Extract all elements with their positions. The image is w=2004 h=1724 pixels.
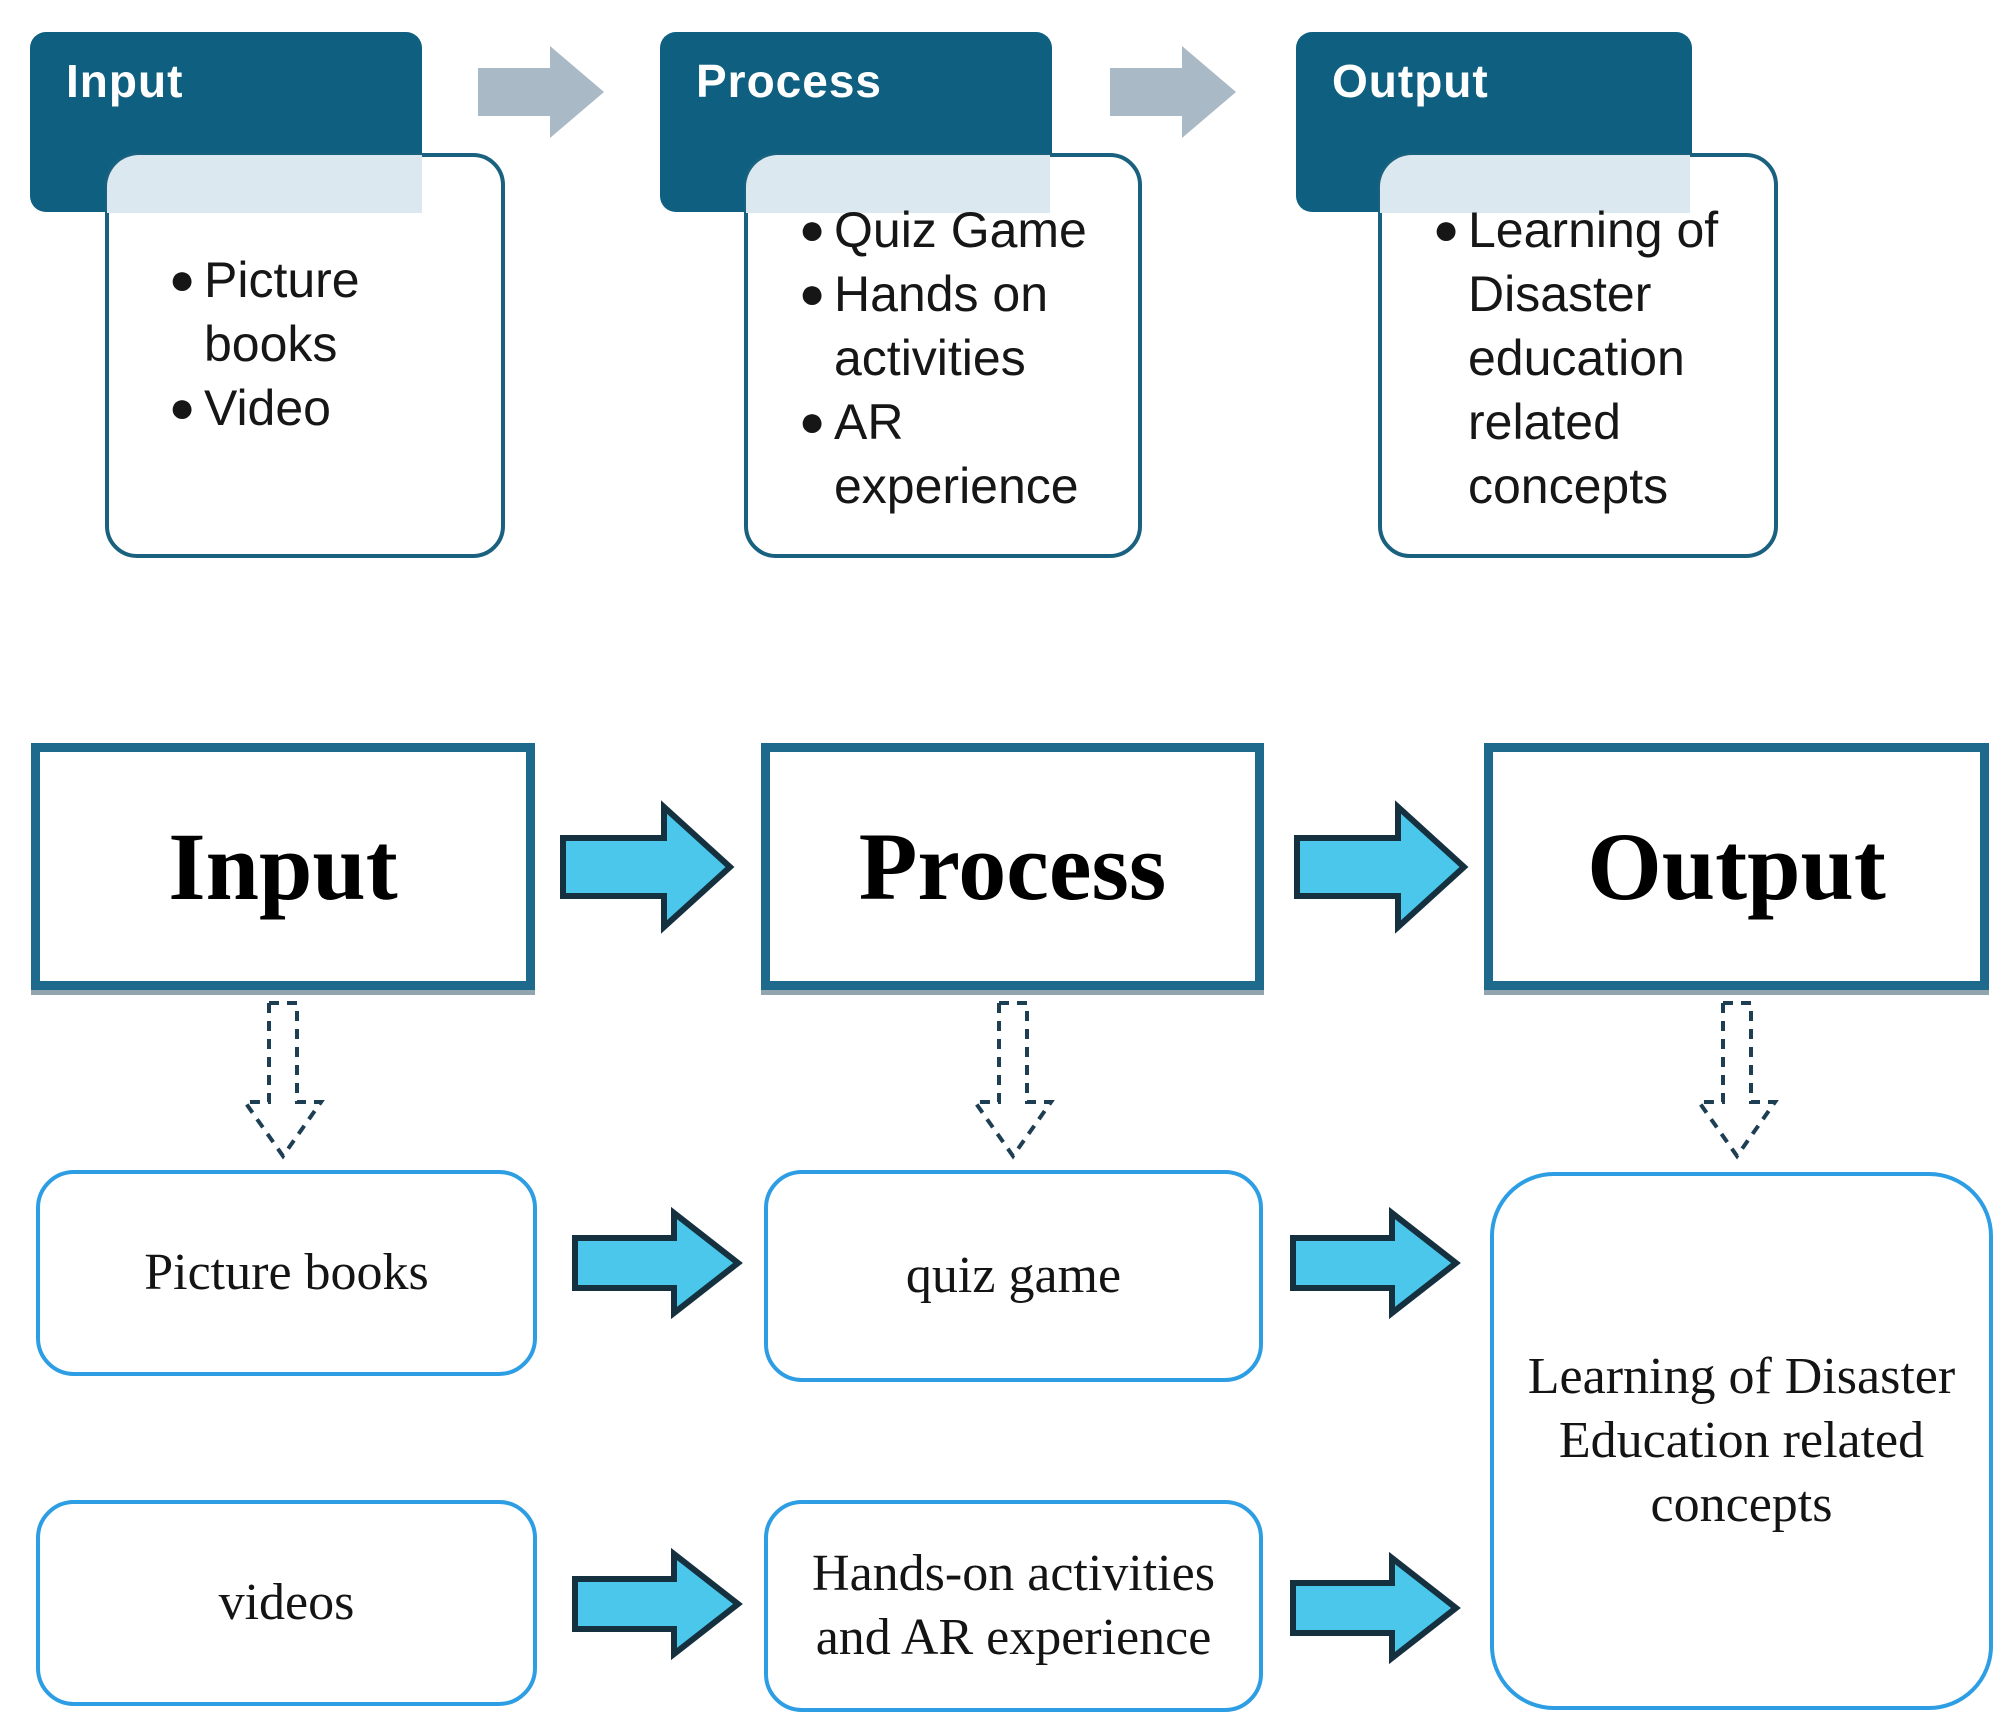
list-item: ●Hands on activities [790, 262, 1120, 390]
top-output-tint-band [1380, 155, 1690, 213]
bullet-dot: ● [168, 255, 196, 304]
learning-node: Learning of Disaster Education related c… [1490, 1172, 1993, 1710]
top-output-bullet-list: ●Learning of Disaster education related … [1424, 198, 1744, 518]
flow-arrow-icon [1290, 1552, 1462, 1664]
bottom-process-box: Process [761, 743, 1264, 990]
hands-on-label: Hands-on activities and AR experience [812, 1545, 1215, 1666]
flow-arrow-icon [1290, 1207, 1462, 1319]
flow-arrow-icon [572, 1207, 744, 1319]
top-output-header-label: Output [1332, 55, 1489, 107]
gray-arrow-icon [1108, 42, 1240, 142]
picture-books-node: Picture books [36, 1170, 537, 1376]
bottom-input-box: Input [31, 743, 535, 990]
list-item: ●Learning of Disaster education related … [1424, 198, 1744, 518]
bullet-dot: ● [798, 205, 826, 254]
top-input-bullet-list: ●Picture books ●Video [160, 248, 470, 440]
gray-arrow-icon [476, 42, 608, 142]
bullet-dot: ● [1432, 205, 1460, 254]
bullet-dot: ● [168, 383, 196, 432]
list-item: ●Quiz Game [790, 198, 1120, 262]
dashed-down-arrow-icon [1687, 1000, 1787, 1160]
top-process-header-label: Process [696, 55, 883, 107]
top-output-card [1378, 153, 1778, 558]
bottom-process-label: Process [858, 813, 1167, 920]
top-process-bullet-list: ●Quiz Game ●Hands on activities ●AR expe… [790, 198, 1120, 518]
list-item: ●AR experience [790, 390, 1120, 518]
flow-arrow-icon [572, 1548, 744, 1660]
dashed-down-arrow-icon [963, 1000, 1063, 1160]
videos-node: videos [36, 1500, 537, 1706]
flow-arrow-icon [560, 800, 736, 934]
quiz-game-node: quiz game [764, 1170, 1263, 1382]
top-process-tint-band [746, 155, 1050, 213]
list-item: ●Picture books [160, 248, 470, 376]
bullet-dot: ● [798, 397, 826, 446]
hands-on-node: Hands-on activities and AR experience [764, 1500, 1263, 1712]
flow-arrow-icon [1294, 800, 1470, 934]
bottom-output-box: Output [1484, 743, 1989, 990]
list-item: ●Video [160, 376, 470, 440]
bottom-input-label: Input [168, 813, 398, 920]
top-input-header-label: Input [66, 55, 184, 107]
top-process-card [744, 153, 1142, 558]
quiz-game-label: quiz game [905, 1247, 1122, 1304]
videos-label: videos [218, 1574, 355, 1631]
learning-label: Learning of Disaster Education related c… [1527, 1348, 1956, 1533]
bottom-output-label: Output [1587, 813, 1886, 920]
picture-books-label: Picture books [144, 1244, 429, 1301]
top-input-card [105, 153, 505, 558]
top-input-tint-band [107, 155, 422, 213]
bullet-dot: ● [798, 269, 826, 318]
dashed-down-arrow-icon [233, 1000, 333, 1160]
